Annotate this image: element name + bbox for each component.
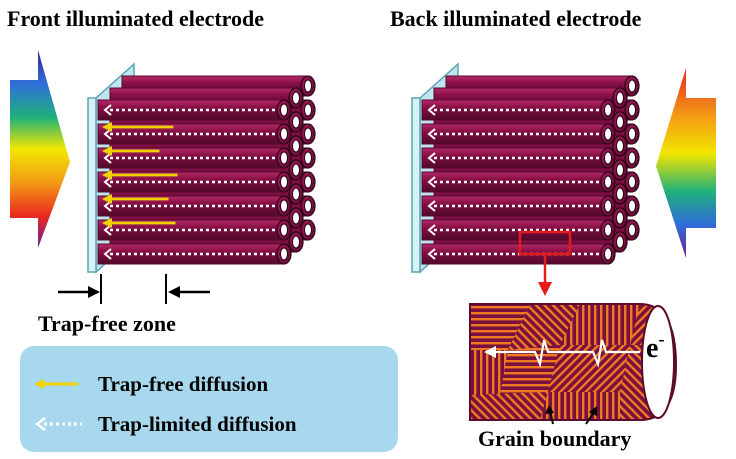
trap-free-arrowhead — [102, 170, 112, 180]
trap-free-zone-marker — [58, 274, 210, 304]
trap-limited-arrowhead — [427, 152, 436, 164]
front-electrode — [87, 62, 316, 274]
front-light-arrow-icon — [10, 50, 70, 248]
electron-label: e- — [646, 329, 664, 364]
trap-free-arrowhead — [102, 194, 112, 204]
legend-trap-free-icon — [34, 379, 78, 389]
legend-trap-free-label: Trap-free diffusion — [98, 372, 268, 396]
trap-free-arrowhead — [102, 218, 112, 228]
glass-substrate-edge — [87, 97, 97, 273]
nanotube — [97, 243, 292, 265]
trap-limited-arrowhead — [427, 200, 436, 212]
trap-limited-arrowhead — [103, 104, 112, 116]
legend: Trap-free diffusion Trap-limited diffusi… — [20, 346, 398, 452]
trap-limited-arrowhead — [103, 224, 112, 236]
trap-limited-arrowhead — [427, 248, 436, 260]
trap-limited-arrowhead — [103, 152, 112, 164]
trap-free-arrowhead — [102, 122, 112, 132]
grain-inset — [469, 303, 678, 425]
trap-free-zone-label: Trap-free zone — [38, 311, 176, 336]
grain-boundary-pointer-arrows — [545, 405, 597, 425]
trap-limited-arrowhead — [427, 176, 436, 188]
title-back: Back illuminated electrode — [390, 6, 642, 31]
trap-limited-arrowhead — [103, 200, 112, 212]
grain-boundary-label: Grain boundary — [478, 426, 631, 451]
legend-trap-limited-icon — [34, 417, 82, 431]
trap-limited-arrowhead — [103, 176, 112, 188]
trap-limited-arrowhead — [427, 224, 436, 236]
trap-limited-arrowhead — [103, 248, 112, 260]
zoom-callout — [518, 230, 572, 296]
back-electrode — [411, 62, 640, 274]
electron-path-arrow-icon — [484, 339, 640, 368]
legend-trap-limited-label: Trap-limited diffusion — [98, 412, 297, 436]
title-front: Front illuminated electrode — [7, 6, 264, 31]
glass-substrate-edge — [411, 97, 421, 273]
trap-limited-arrowhead — [427, 104, 436, 116]
trap-limited-arrowhead — [103, 128, 112, 140]
trap-limited-arrowhead — [427, 128, 436, 140]
back-light-arrow-icon — [656, 68, 716, 258]
trap-free-arrowhead — [102, 146, 112, 156]
